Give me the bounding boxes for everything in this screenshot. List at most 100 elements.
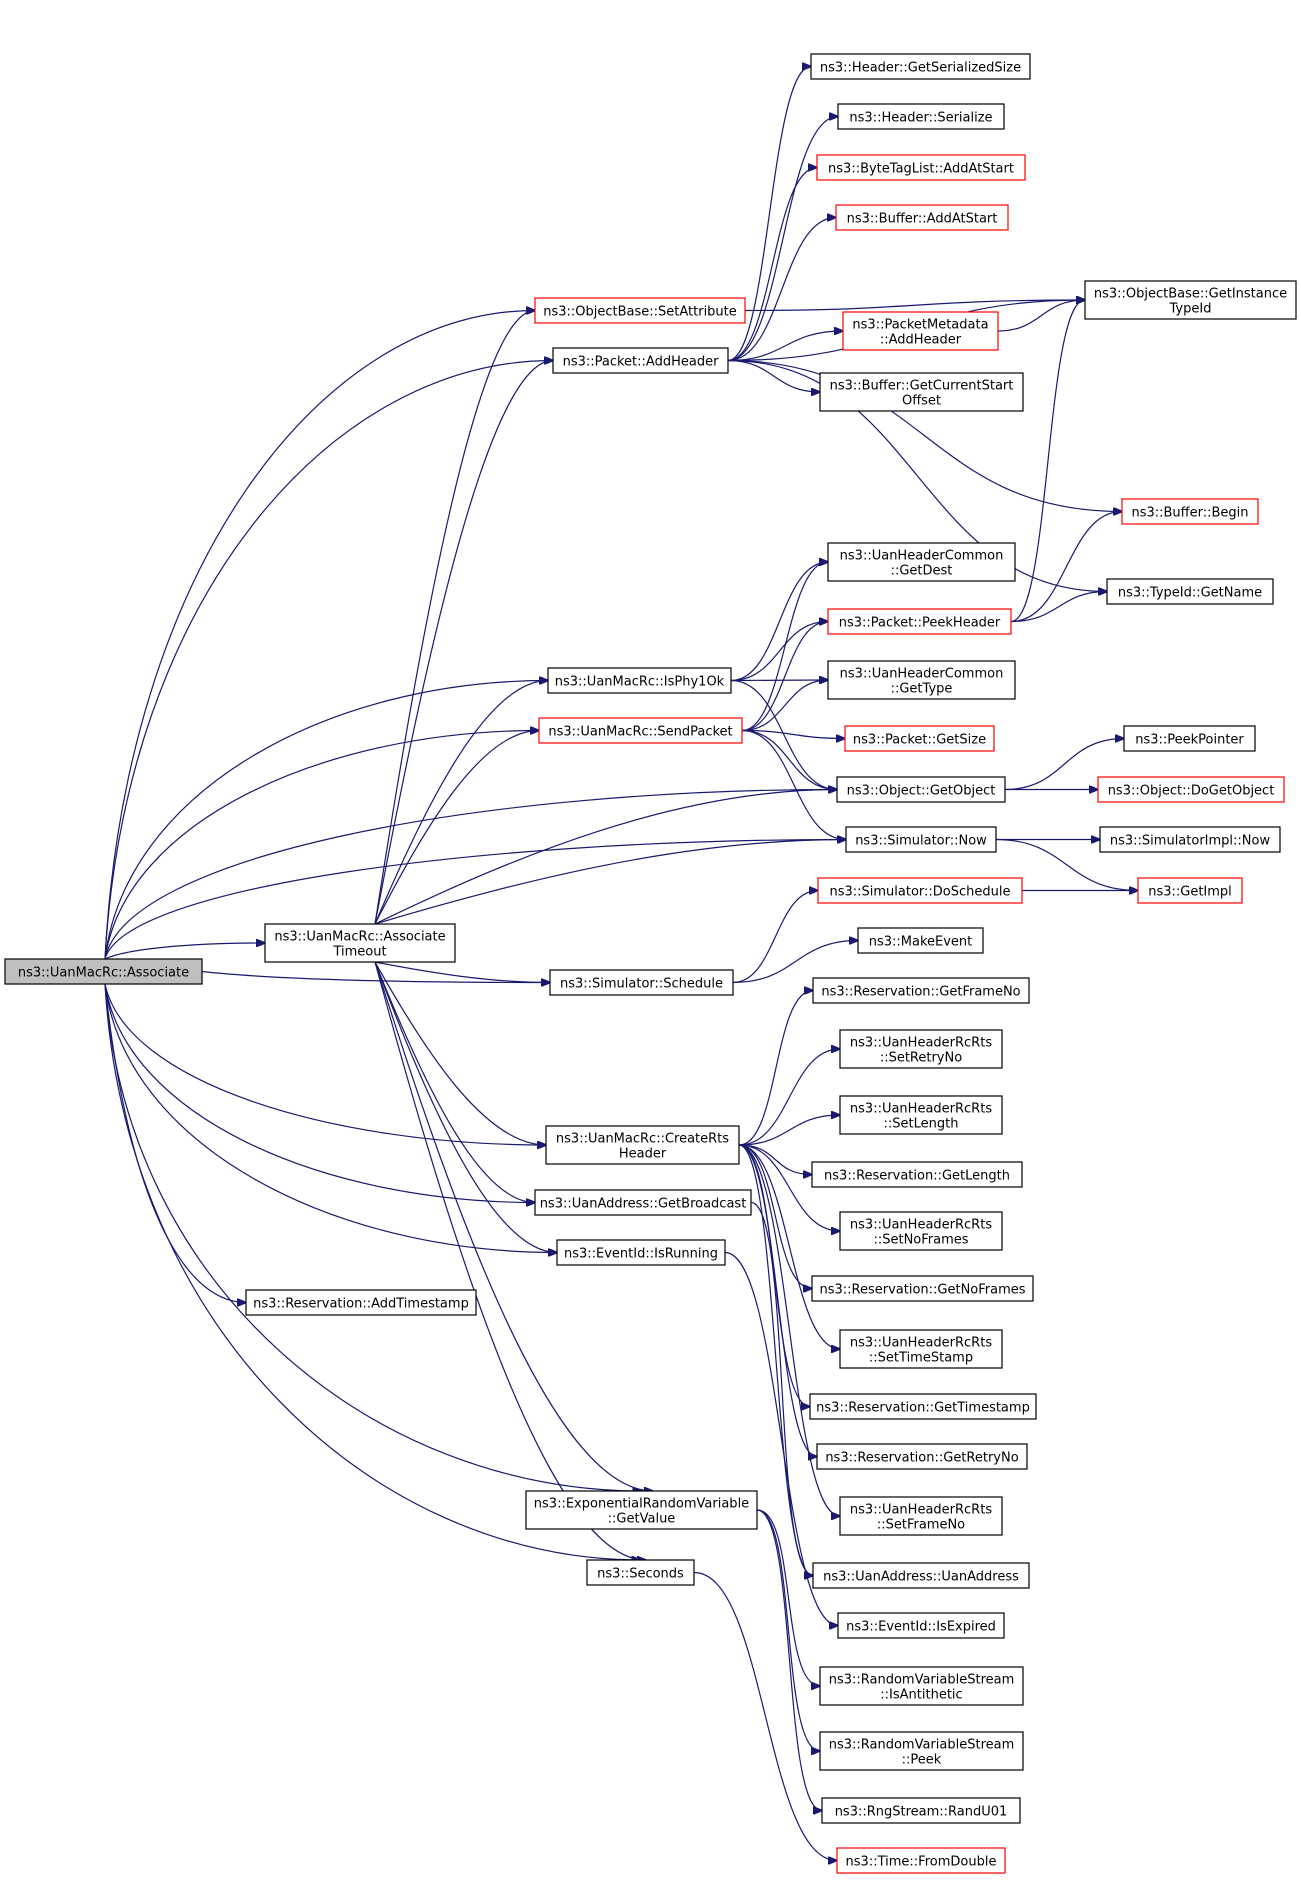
edge-isphy-to-gettype [730, 680, 828, 681]
node-box [4, 958, 203, 985]
node-box [827, 542, 1016, 582]
node-label: ::SetRetryNo [880, 1051, 962, 1066]
node-seconds[interactable]: ns3::Seconds [586, 1559, 695, 1586]
edge-sendpacket-to-getobj [741, 729, 837, 790]
edge-sendpacket-to-peekheader [741, 622, 828, 732]
node-box [556, 1239, 726, 1266]
node-label: ns3::UanMacRc::SendPacket [548, 725, 732, 740]
node-randu01[interactable]: ns3::RngStream::RandU01 [821, 1797, 1021, 1824]
edge-seconds-to-fromdouble [693, 1571, 837, 1861]
node-uanaddr[interactable]: ns3::UanAddress::UanAddress [812, 1562, 1030, 1589]
edge-expval-to-randu01 [756, 1509, 822, 1811]
node-setlength[interactable]: ns3::UanHeaderRcRts::SetLength [839, 1095, 1003, 1135]
node-btl[interactable]: ns3::ByteTagList::AddAtStart [816, 154, 1026, 181]
node-label: ns3::RandomVariableStream [829, 1673, 1015, 1688]
node-label: ::SetTimeStamp [869, 1351, 973, 1366]
node-isexpired[interactable]: ns3::EventId::IsExpired [837, 1612, 1005, 1639]
node-getbcast[interactable]: ns3::UanAddress::GetBroadcast [534, 1189, 752, 1216]
node-box [1097, 776, 1285, 803]
node-getobj[interactable]: ns3::Object::GetObject [836, 776, 1006, 803]
node-getframeno[interactable]: ns3::Reservation::GetFrameNo [812, 977, 1030, 1004]
node-box [1084, 280, 1297, 320]
node-box [552, 347, 729, 374]
edge-root-to-isphy [104, 681, 548, 960]
node-getdest[interactable]: ns3::UanHeaderCommon::GetDest [827, 542, 1016, 582]
node-box [817, 877, 1023, 904]
node-label: Timeout [332, 945, 386, 960]
node-implnow[interactable]: ns3::SimulatorImpl::Now [1099, 826, 1281, 853]
node-addheader[interactable]: ns3::Packet::AddHeader [552, 347, 729, 374]
node-label: ns3::Simulator::DoSchedule [829, 885, 1010, 900]
node-label: ns3::Header::GetSerializedSize [820, 61, 1021, 76]
node-getnoframes[interactable]: ns3::Reservation::GetNoFrames [811, 1275, 1034, 1302]
node-box [812, 977, 1030, 1004]
node-isrunning[interactable]: ns3::EventId::IsRunning [556, 1239, 726, 1266]
node-label: ::SetNoFrames [873, 1233, 968, 1248]
node-setts[interactable]: ns3::UanHeaderRcRts::SetTimeStamp [839, 1329, 1003, 1369]
node-makeevent[interactable]: ns3::MakeEvent [857, 927, 984, 954]
node-setframeno[interactable]: ns3::UanHeaderRcRts::SetFrameNo [839, 1496, 1003, 1536]
node-setnoframes[interactable]: ns3::UanHeaderRcRts::SetNoFrames [839, 1211, 1003, 1251]
node-sendpacket[interactable]: ns3::UanMacRc::SendPacket [538, 717, 743, 744]
node-setretry[interactable]: ns3::UanHeaderRcRts::SetRetryNo [839, 1029, 1003, 1069]
node-box [1106, 578, 1274, 605]
node-peekptr[interactable]: ns3::PeekPointer [1123, 725, 1256, 752]
node-expval[interactable]: ns3::ExponentialRandomVariable::GetValue [525, 1490, 758, 1530]
node-schedule[interactable]: ns3::Simulator::Schedule [549, 969, 734, 996]
edge-assoctimeout-to-schedule [374, 961, 550, 983]
edge-creatirts-to-setretry [738, 1049, 840, 1146]
node-label: ns3::UanHeaderCommon [840, 667, 1004, 682]
node-dogetobj[interactable]: ns3::Object::DoGetObject [1097, 776, 1285, 803]
node-label: Header [619, 1147, 667, 1162]
edge-setattr-to-getinst [744, 300, 1085, 312]
node-box [812, 1562, 1030, 1589]
node-hser[interactable]: ns3::Header::Serialize [837, 103, 1005, 130]
edge-root-to-setattr [104, 311, 535, 960]
node-pmeta[interactable]: ns3::PacketMetadata::AddHeader [842, 311, 999, 351]
node-label: ns3::UanHeaderCommon [840, 549, 1004, 564]
node-label: ns3::SimulatorImpl::Now [1110, 834, 1271, 849]
node-box [844, 725, 995, 752]
node-bufbegin[interactable]: ns3::Buffer::Begin [1121, 498, 1259, 525]
node-now[interactable]: ns3::Simulator::Now [845, 826, 997, 853]
node-isphy[interactable]: ns3::UanMacRc::IsPhy1Ok [547, 667, 732, 694]
edge-isphy-to-getdest [730, 562, 828, 682]
node-getsize[interactable]: ns3::Packet::GetSize [844, 725, 995, 752]
edge-addheader-to-typename [727, 359, 1107, 592]
node-label: ns3::Packet::AddHeader [563, 355, 719, 370]
node-label: ns3::PacketMetadata [852, 318, 988, 333]
node-doschedule[interactable]: ns3::Simulator::DoSchedule [817, 877, 1023, 904]
node-label: ns3::UanAddress::UanAddress [823, 1570, 1019, 1585]
node-label: ns3::UanHeaderRcRts [850, 1036, 992, 1051]
node-isanti[interactable]: ns3::RandomVariableStream::IsAntithetic [819, 1666, 1024, 1706]
node-addts[interactable]: ns3::Reservation::AddTimestamp [245, 1289, 477, 1316]
node-fromdouble[interactable]: ns3::Time::FromDouble [836, 1847, 1006, 1874]
node-label: ns3::Reservation::GetRetryNo [825, 1451, 1018, 1466]
node-label: ns3::Reservation::AddTimestamp [253, 1297, 469, 1312]
node-label: ns3::Object::DoGetObject [1108, 784, 1275, 799]
edge-assoctimeout-to-creatirts [374, 961, 546, 1145]
node-label: ns3::Buffer::GetCurrentStart [830, 379, 1014, 394]
node-getretry[interactable]: ns3::Reservation::GetRetryNo [816, 1443, 1028, 1470]
node-getts[interactable]: ns3::Reservation::GetTimestamp [809, 1393, 1037, 1420]
node-box [586, 1559, 695, 1586]
node-getlength[interactable]: ns3::Reservation::GetLength [811, 1161, 1023, 1188]
edge-assoctimeout-to-isrunning [374, 961, 557, 1253]
node-peekheader[interactable]: ns3::Packet::PeekHeader [827, 608, 1012, 635]
node-setattr[interactable]: ns3::ObjectBase::SetAttribute [534, 297, 746, 324]
node-label: ns3::UanHeaderRcRts [850, 1102, 992, 1117]
edge-addheader-to-getser [727, 67, 811, 362]
edge-assoctimeout-to-sendpacket [374, 731, 539, 925]
node-typename[interactable]: ns3::TypeId::GetName [1106, 578, 1274, 605]
node-bufadd[interactable]: ns3::Buffer::AddAtStart [835, 204, 1009, 231]
node-box [811, 1275, 1034, 1302]
node-getimpl[interactable]: ns3::GetImpl [1137, 877, 1243, 904]
node-gettype[interactable]: ns3::UanHeaderCommon::GetType [827, 660, 1016, 700]
node-rvspeek[interactable]: ns3::RandomVariableStream::Peek [819, 1731, 1024, 1771]
node-getser[interactable]: ns3::Header::GetSerializedSize [810, 53, 1031, 80]
